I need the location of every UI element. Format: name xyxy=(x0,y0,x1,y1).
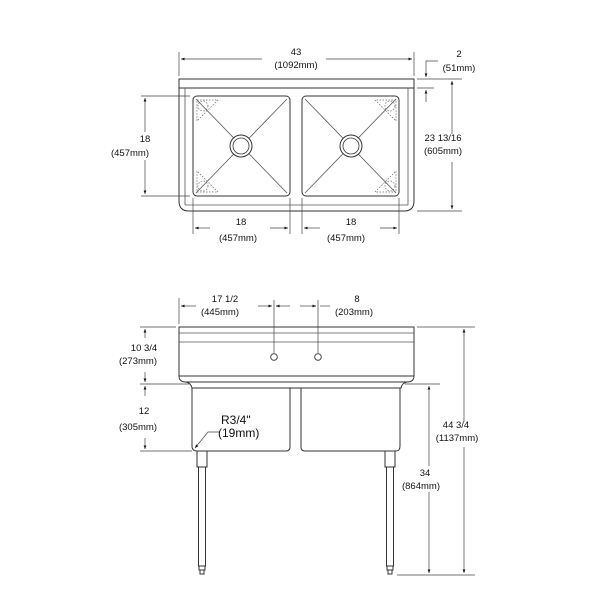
overall-height-metric: (1137mm) xyxy=(436,433,479,444)
backsplash-depth-value: 2 xyxy=(456,49,461,60)
backsplash-height-value: 10 3/4 xyxy=(131,343,157,354)
faucet-offset-metric: (445mm) xyxy=(201,307,239,318)
backsplash-height-metric: (273mm) xyxy=(119,356,157,367)
left-bowl-width-value: 18 xyxy=(236,217,247,228)
overall-depth-metric: (605mm) xyxy=(424,146,462,157)
deck-outline xyxy=(178,78,415,212)
bowl-depth-front-metric: (305mm) xyxy=(119,422,157,433)
faucet-hole-icon xyxy=(314,353,322,361)
left-bowl-front xyxy=(191,388,291,452)
right-bowl xyxy=(301,95,400,197)
top-view: 43 (1092mm) 2 (51mm) 23 13/16 (605mm) 18… xyxy=(111,47,475,244)
corner-radius-metric: (19mm) xyxy=(218,426,259,440)
faucet-spacing-value: 8 xyxy=(354,294,359,305)
faucet-spacing-metric: (203mm) xyxy=(335,307,373,318)
overall-width-metric: (1092mm) xyxy=(274,60,317,71)
bowl-depth-front-value: 12 xyxy=(139,406,150,417)
corner-radius-value: R3/4" xyxy=(221,413,251,427)
backsplash-depth-metric: (51mm) xyxy=(443,63,476,74)
left-bowl xyxy=(192,95,291,197)
left-bowl-width-metric: (457mm) xyxy=(219,233,257,244)
right-bowl-width-metric: (457mm) xyxy=(327,233,365,244)
faucet-offset-value: 17 1/2 xyxy=(212,294,238,305)
bowl-depth-metric: (457mm) xyxy=(111,148,149,159)
right-leg xyxy=(384,450,396,575)
faucet-hole-icon xyxy=(270,353,278,361)
bowl-depth-value: 18 xyxy=(140,134,151,145)
front-view: 17 1/2 (445mm) 8 (203mm) 10 3/4 (273mm) … xyxy=(119,294,479,576)
overall-width-value: 43 xyxy=(291,47,302,58)
left-leg xyxy=(196,450,208,575)
overall-depth-value: 23 13/16 xyxy=(425,133,462,144)
right-bowl-front xyxy=(300,388,401,452)
front-panel xyxy=(178,326,415,377)
right-bowl-width-value: 18 xyxy=(346,217,357,228)
overall-height-value: 44 3/4 xyxy=(443,420,469,431)
rim-height-metric: (864mm) xyxy=(402,481,440,492)
rim-height-value: 34 xyxy=(420,468,431,479)
